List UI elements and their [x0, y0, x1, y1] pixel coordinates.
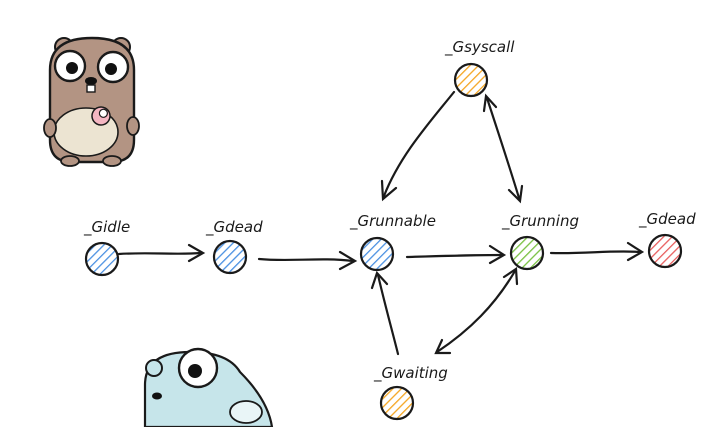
arrowhead-syscall-to-runnable: [380, 179, 398, 202]
state-label-runnable: _Grunnable: [349, 212, 436, 231]
arrowhead-idle-to-dead: [187, 243, 206, 263]
gopher-blue-illustration: [143, 347, 274, 427]
arrow-running-to-dead: [549, 250, 642, 255]
arrowhead-running-to-syscall: [482, 93, 498, 113]
arrow-dead-to-runnable: [257, 257, 355, 263]
state-label-idle: _Gidle: [83, 218, 130, 237]
arrow-running-waiting: [435, 269, 517, 354]
arrowhead-waiting-to-running: [502, 267, 519, 286]
arrowhead-running-to-waiting: [434, 338, 452, 355]
arrow-syscall-to-runnable: [382, 90, 456, 198]
state-label-waiting: _Gwaiting: [373, 364, 448, 383]
arrowhead-syscall-to-running: [507, 184, 524, 204]
state-node-idle: _Gidle: [83, 218, 130, 277]
arrow-idle-to-dead: [117, 251, 203, 256]
state-nodes: _Gidle _Gdead _Grunnable _Grunning _Gdea…: [83, 38, 696, 421]
gopher-brown-illustration: [43, 36, 140, 167]
state-label-dead-1: _Gdead: [205, 218, 263, 237]
arrow-syscall-running: [485, 96, 521, 200]
state-node-runnable: _Grunnable: [349, 212, 436, 272]
state-node-syscall: _Gsyscall: [444, 38, 515, 98]
state-label-dead-2: _Gdead: [638, 210, 696, 229]
state-label-syscall: _Gsyscall: [444, 38, 515, 57]
state-node-dead-2: _Gdead: [638, 210, 696, 269]
state-label-running: _Grunning: [501, 212, 579, 231]
arrowhead-runnable-to-running: [488, 244, 507, 265]
arrow-runnable-to-running: [405, 253, 504, 259]
state-node-waiting: _Gwaiting: [373, 364, 448, 421]
state-node-running: _Grunning: [501, 212, 579, 271]
transition-arrows: [117, 90, 645, 356]
arrowhead-running-to-dead: [626, 241, 645, 262]
arrowhead-waiting-to-runnable: [370, 270, 389, 290]
arrow-waiting-to-runnable: [376, 273, 400, 356]
state-node-dead-1: _Gdead: [205, 218, 263, 275]
arrowhead-dead-to-runnable: [338, 250, 358, 271]
